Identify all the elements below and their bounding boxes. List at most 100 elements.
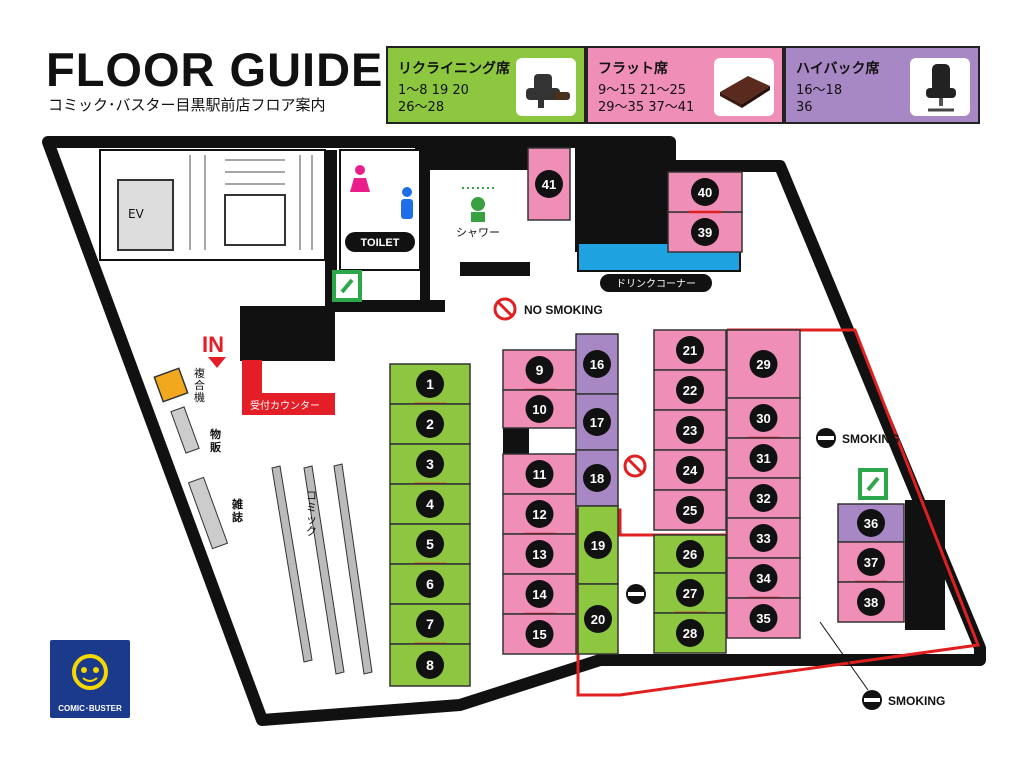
- smoking-icon: [816, 428, 836, 448]
- seat-10: 10: [502, 389, 577, 429]
- seat-number-19: 19: [591, 538, 605, 553]
- seat-number-badge-34: [749, 564, 778, 592]
- magazine-rack: [187, 476, 229, 550]
- seat-number-badge-29: [749, 350, 778, 378]
- seat-21: 21: [653, 329, 727, 371]
- seat-33: 33: [726, 517, 801, 559]
- seat-9: 9: [502, 349, 577, 392]
- seat-number-37: 37: [864, 555, 878, 570]
- seat-number-badge-11: [525, 460, 554, 488]
- seat-number-22: 22: [683, 383, 697, 398]
- seat-17: 17: [575, 393, 619, 451]
- no-smoking-label: NO SMOKING: [524, 303, 603, 317]
- seat-number-30: 30: [756, 411, 770, 426]
- seat-number-badge-5: [416, 530, 444, 558]
- ev-label: EV: [128, 207, 144, 221]
- seat-number-39: 39: [698, 225, 712, 240]
- mascot-icon: [72, 654, 108, 690]
- no-smoking-icon: [493, 297, 517, 321]
- seat-number-badge-4: [416, 490, 444, 518]
- seat-cell-29: [726, 329, 801, 399]
- reception-label: 受付カウンター: [250, 399, 320, 412]
- seat-number-badge-28: [676, 619, 704, 647]
- seat-24: 24: [653, 449, 727, 491]
- seat-number-badge-7: [416, 610, 444, 638]
- seat-number-32: 32: [756, 491, 770, 506]
- page-subtitle: コミック･バスター目黒駅前店フロア案内: [48, 96, 326, 114]
- seat-number-7: 7: [426, 616, 434, 632]
- seat-number-badge-41: [535, 170, 563, 198]
- seat-number-badge-15: [525, 620, 554, 648]
- seat-26: 26: [653, 534, 727, 574]
- seat-number-5: 5: [426, 536, 434, 552]
- smoking-icon-3: [626, 584, 646, 604]
- seat-18: 18: [575, 449, 619, 507]
- toilet-badge: [345, 232, 415, 252]
- seat-number-1: 1: [426, 376, 434, 392]
- seat-number-badge-21: [676, 336, 704, 364]
- legend-highback-title: ハイバック席: [796, 61, 880, 77]
- seat-number-badge-23: [676, 416, 704, 444]
- seat-number-4: 4: [426, 496, 434, 512]
- seat-number-18: 18: [590, 471, 604, 486]
- seat-32: 32: [726, 477, 801, 519]
- seat-number-badge-10: [525, 395, 554, 423]
- seat-number-badge-16: [583, 350, 611, 378]
- magazines-label: 雑誌: [232, 498, 243, 524]
- seat-40: 40: [667, 171, 743, 214]
- seat-number-13: 13: [532, 547, 546, 562]
- seat-number-badge-27: [676, 579, 704, 607]
- seat-number-3: 3: [426, 456, 434, 472]
- seat-number-21: 21: [683, 343, 697, 358]
- seat-number-40: 40: [698, 185, 712, 200]
- seat-5: 5: [389, 523, 471, 566]
- legend-recliner-numbers: 1～8 19 20 26～28: [398, 83, 469, 115]
- legend-flat: フラット席 9～15 21～25 29～35 37～41: [586, 46, 784, 124]
- seat-number-badge-39: [691, 218, 719, 246]
- seat-number-badge-30: [749, 404, 778, 432]
- seat-3: 3: [389, 443, 471, 486]
- seat-16: 16: [575, 333, 619, 395]
- emergency-exit-icon: [332, 270, 362, 302]
- seat-number-badge-9: [525, 356, 554, 384]
- seat-number-16: 16: [590, 357, 604, 372]
- wall-block-center: [575, 142, 670, 252]
- seat-number-badge-22: [676, 376, 704, 404]
- seat-29: 29: [726, 329, 801, 399]
- smoking-leader-line: [819, 621, 869, 691]
- seat-27: 27: [653, 572, 727, 615]
- goods-label: 物販: [210, 428, 221, 454]
- flat-mat-icon: [714, 58, 774, 116]
- comic-shelves: [271, 463, 373, 675]
- legend-highback-numbers: 16～18 36: [796, 83, 843, 115]
- seat-30: 30: [726, 397, 801, 440]
- seat-number-24: 24: [683, 463, 698, 478]
- seat-8: 8: [389, 643, 471, 687]
- seat-number-badge-25: [676, 496, 704, 524]
- wall-small: [503, 428, 529, 454]
- logo-text: COMIC･BUSTER: [58, 704, 122, 713]
- wall-reception-back: [240, 306, 335, 361]
- seat-number-badge-40: [691, 178, 719, 206]
- seat-20: 20: [577, 583, 619, 655]
- seat-1: 1: [389, 363, 471, 406]
- seat-15: 15: [502, 613, 577, 655]
- seat-6: 6: [389, 563, 471, 605]
- seat-number-badge-2: [416, 410, 444, 438]
- seat-number-6: 6: [426, 576, 434, 592]
- seat-11: 11: [502, 453, 577, 495]
- smoking-label-1: SMOKING: [842, 432, 899, 446]
- seat-number-badge-12: [525, 500, 554, 528]
- seat-number-badge-32: [749, 484, 778, 512]
- seat-35: 35: [726, 597, 801, 639]
- seat-number-badge-18: [583, 464, 611, 492]
- seat-number-badge-1: [416, 370, 444, 398]
- seat-number-14: 14: [532, 587, 547, 602]
- seat-13: 13: [502, 533, 577, 575]
- male-icon: [401, 187, 413, 219]
- seat-number-28: 28: [683, 626, 697, 641]
- seat-number-33: 33: [756, 531, 770, 546]
- entrance-arrow-icon: [208, 357, 226, 368]
- stair-landing: [224, 194, 286, 246]
